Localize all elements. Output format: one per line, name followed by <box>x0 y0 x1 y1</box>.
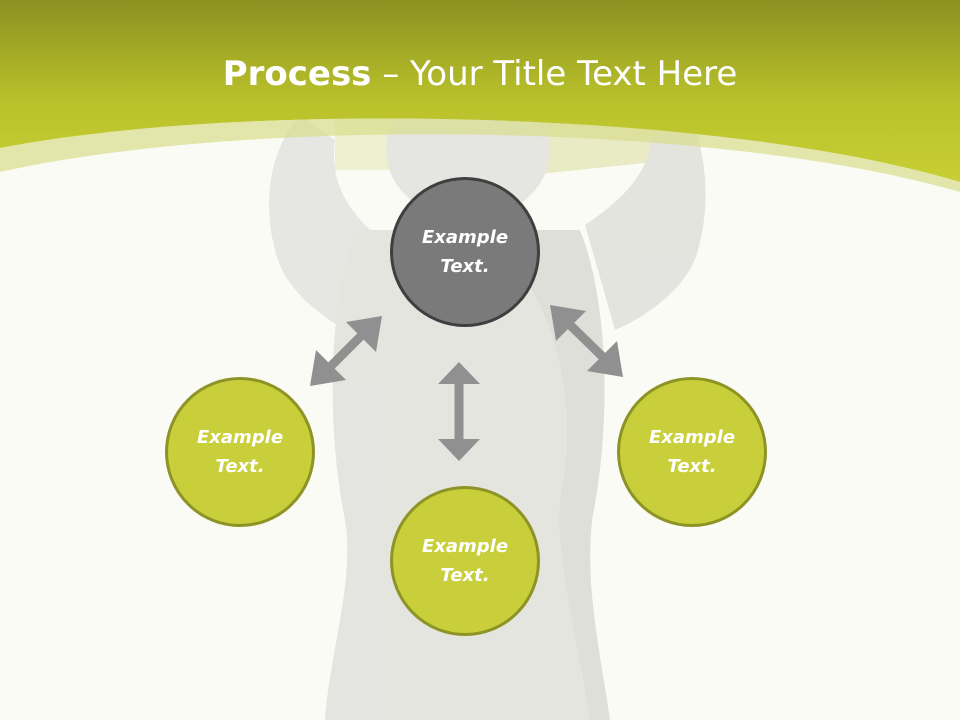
title-rest: – Your Title Text Here <box>371 54 738 94</box>
header-wave <box>0 118 960 192</box>
title-bold: Process <box>222 54 372 94</box>
node-right-label: Example Text. <box>648 427 736 477</box>
node-bottom-label: Example Text. <box>421 536 509 586</box>
node-left: Example Text. <box>165 377 315 527</box>
node-bottom: Example Text. <box>390 486 540 636</box>
header-band <box>0 0 960 182</box>
arrow-top-left <box>310 316 382 386</box>
node-left-label: Example Text. <box>196 427 284 477</box>
node-top: Example Text. <box>390 177 540 327</box>
node-top-label: Example Text. <box>421 227 509 277</box>
node-right: Example Text. <box>617 377 767 527</box>
figure-illustration <box>268 80 706 720</box>
arrow-vertical <box>438 362 480 461</box>
slide-title: Process – Your Title Text Here <box>0 52 960 96</box>
arrow-top-right <box>550 305 623 377</box>
